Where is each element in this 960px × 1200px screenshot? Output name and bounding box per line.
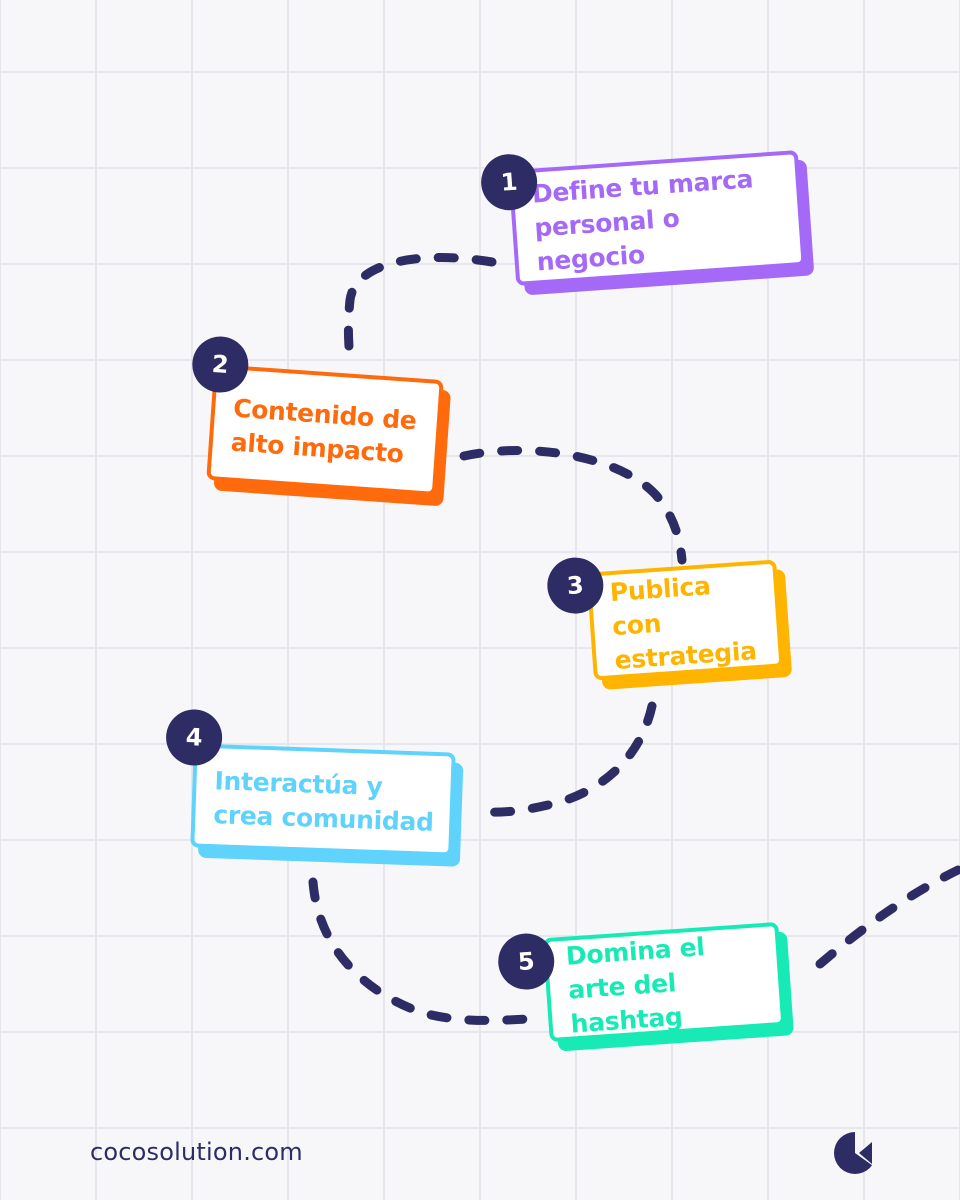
step-card-1: Define tu marca personal o negocio 1	[479, 150, 815, 296]
step-card-4: Interactúa y crea comunidad 4	[165, 708, 464, 867]
step-5-label: Domina el arte del hashtag	[564, 932, 706, 1039]
step-card-3: Publica con estrategia 3	[545, 555, 793, 690]
path-segment-4-5	[308, 877, 533, 1025]
card-5-body: Domina el arte del hashtag	[542, 921, 786, 1043]
card-4-body: Interactúa y crea comunidad	[190, 743, 456, 857]
path-segment-2-3	[459, 446, 687, 565]
step-card-2: Contenido de alto impacto 2	[190, 334, 452, 507]
card-3-body: Publica con estrategia	[586, 559, 784, 681]
step-3-label: Publica con estrategia	[608, 571, 758, 675]
card-2-body: Contenido de alto impacto	[206, 364, 444, 496]
footer-website-link[interactable]: cocosolution.com	[90, 1138, 303, 1166]
step-4-label: Interactúa y crea comunidad	[212, 766, 435, 837]
card-1-body: Define tu marca personal o negocio	[508, 150, 806, 286]
step-1-label: Define tu marca personal o negocio	[531, 164, 755, 277]
step-2-label: Contenido de alto impacto	[229, 393, 418, 469]
path-segment-3-4	[483, 701, 657, 817]
path-segment-5-end	[815, 865, 960, 969]
cocosolution-logo-icon	[834, 1132, 876, 1174]
path-segment-1-2	[343, 253, 497, 367]
step-card-5: Domina el arte del hashtag 5	[496, 921, 795, 1052]
